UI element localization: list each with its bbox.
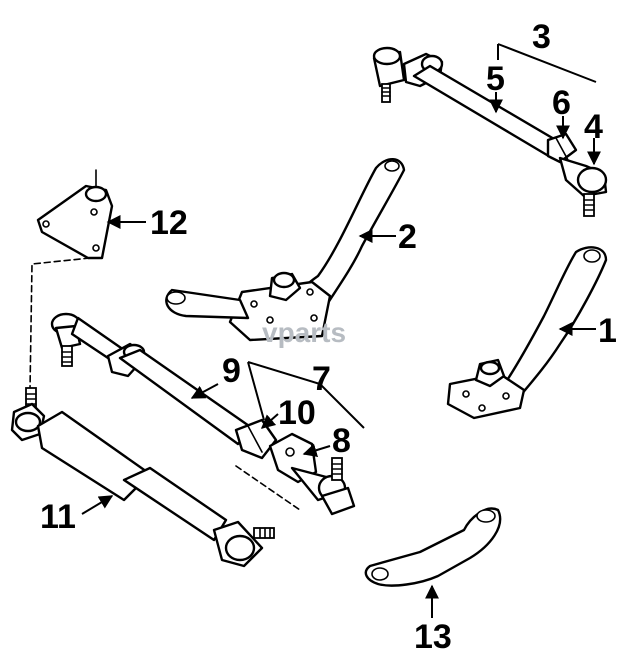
callout-9: 9 — [222, 352, 241, 390]
tie-rod-assembly-middle — [50, 312, 356, 516]
leader-11 — [81, 495, 114, 515]
callout-2: 2 — [398, 218, 417, 256]
callout-1: 1 — [598, 312, 617, 350]
callout-5: 5 — [486, 60, 505, 98]
callout-13: 13 — [414, 618, 452, 656]
mount-reference-line — [29, 257, 91, 391]
mounting-plate — [36, 169, 114, 260]
leader-10 — [260, 413, 279, 429]
watermark-text: vparts — [262, 317, 346, 348]
callout-4: 4 — [584, 108, 603, 146]
callout-12: 12 — [150, 204, 188, 242]
leader-8 — [302, 443, 331, 457]
bolt-reference-line — [235, 465, 301, 511]
callout-6: 6 — [552, 84, 571, 122]
callout-3: 3 — [532, 18, 551, 56]
leader-9 — [190, 383, 219, 399]
callout-7: 7 — [312, 360, 331, 398]
steering-damper — [10, 387, 275, 568]
idler-arm-bracket-upper — [165, 158, 406, 342]
bracket-7 — [247, 361, 365, 429]
bracket-3 — [497, 43, 597, 83]
idler-arm — [446, 246, 608, 420]
callout-8: 8 — [332, 422, 351, 460]
pitman-arm — [364, 507, 502, 587]
callout-10: 10 — [278, 394, 316, 432]
callout-11: 11 — [40, 498, 76, 536]
